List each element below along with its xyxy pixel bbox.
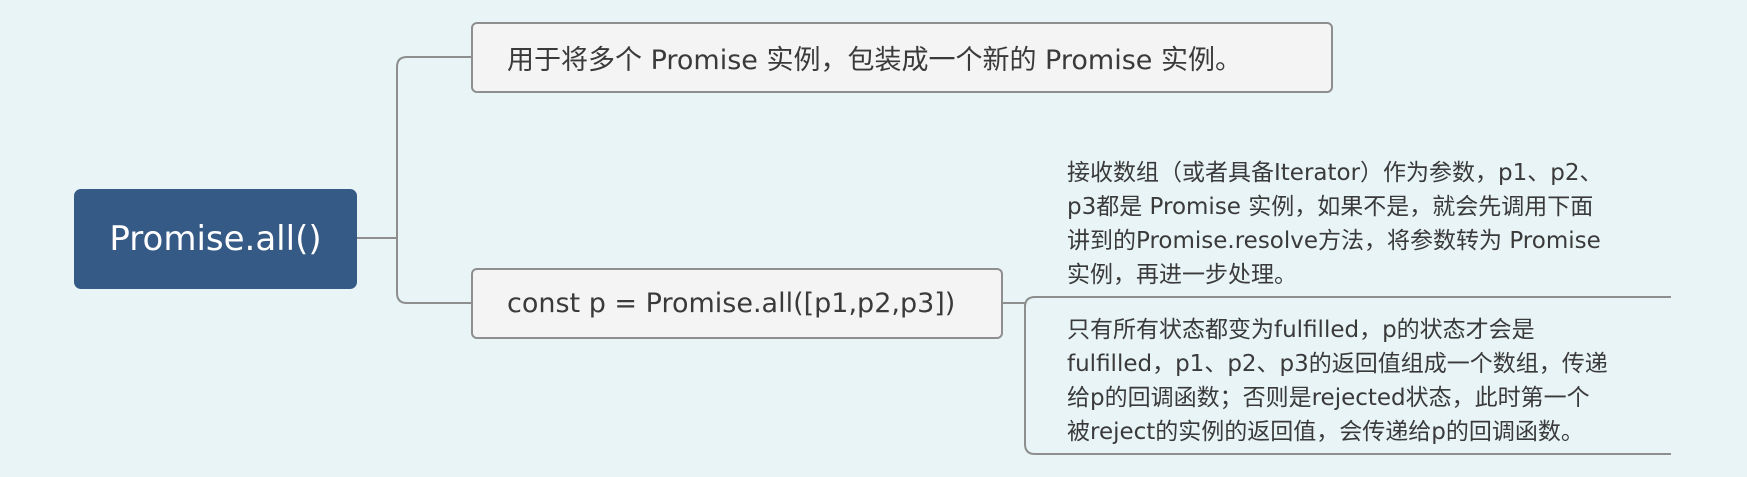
- subtopic-state-line: fulfilled，p1、p2、p3的返回值组成一个数组，传递: [1067, 351, 1608, 377]
- subtopic-state-line: 给p的回调函数；否则是rejected状态，此时第一个: [1067, 385, 1590, 411]
- topic-description[interactable]: 用于将多个 Promise 实例，包装成一个新的 Promise 实例。: [471, 22, 1333, 93]
- root-topic-label: Promise.all(): [109, 219, 322, 259]
- topic-syntax[interactable]: const p = Promise.all([p1,p2,p3]): [471, 268, 1003, 339]
- subtopic-state[interactable]: 只有所有状态都变为fulfilled，p的状态才会是 fulfilled，p1、…: [1067, 313, 1608, 449]
- subtopic-parameters[interactable]: 接收数组（或者具备Iterator）作为参数，p1、p2、 p3都是 Promi…: [1067, 156, 1603, 292]
- connector-trunk: [396, 56, 471, 304]
- connector-leaf-1: [1024, 296, 1671, 308]
- topic-description-label: 用于将多个 Promise 实例，包装成一个新的 Promise 实例。: [507, 45, 1242, 76]
- subtopic-parameters-line: 实例，再进一步处理。: [1067, 262, 1297, 288]
- connector-leaf-2: [1024, 303, 1671, 455]
- subtopic-parameters-line: p3都是 Promise 实例，如果不是，就会先调用下面: [1067, 194, 1594, 220]
- root-topic[interactable]: Promise.all(): [74, 189, 357, 289]
- subtopic-parameters-line: 接收数组（或者具备Iterator）作为参数，p1、p2、: [1067, 160, 1603, 186]
- subtopic-state-line: 只有所有状态都变为fulfilled，p的状态才会是: [1067, 317, 1535, 343]
- topic-syntax-label: const p = Promise.all([p1,p2,p3]): [507, 288, 956, 319]
- subtopic-state-line: 被reject的实例的返回值，会传递给p的回调函数。: [1067, 419, 1584, 445]
- subtopic-parameters-line: 讲到的Promise.resolve方法，将参数转为 Promise: [1067, 228, 1601, 254]
